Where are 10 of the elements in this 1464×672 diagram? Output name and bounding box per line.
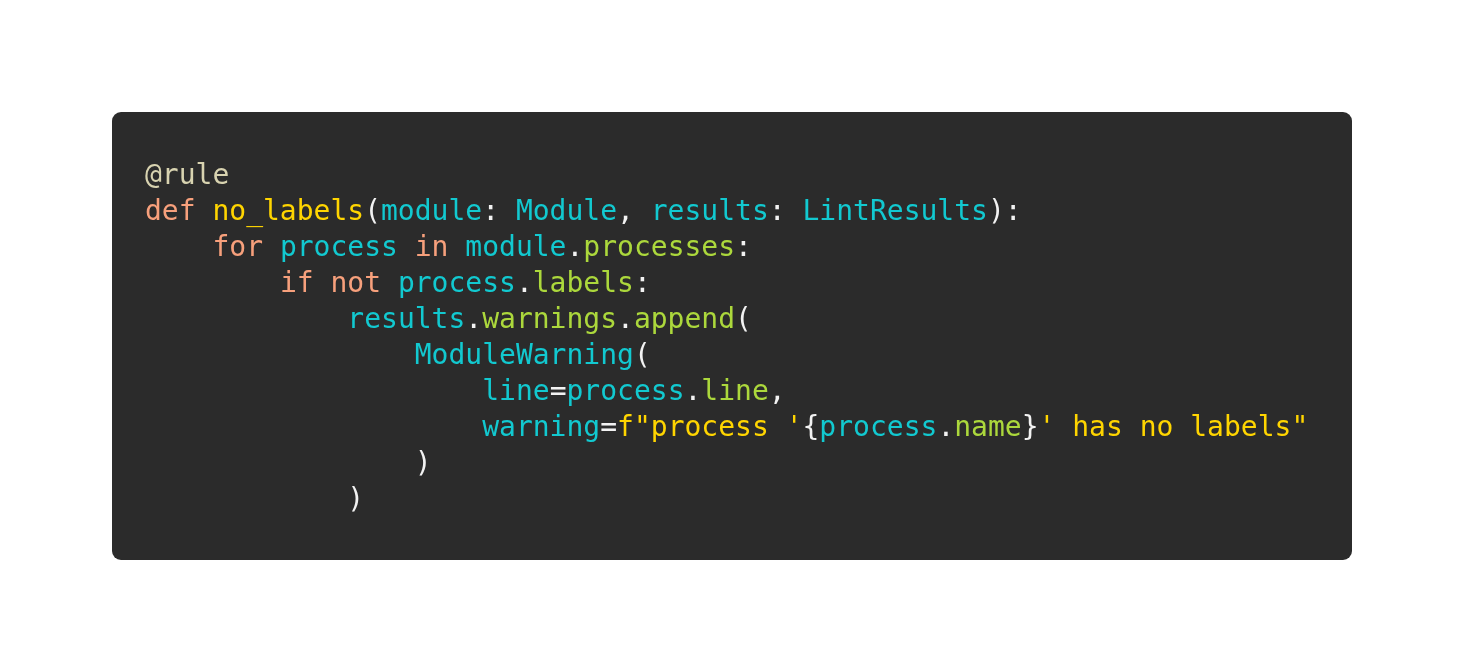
- code-line: if not process.labels:: [279, 265, 651, 301]
- code-line: warning=f"process '{process.name}' has no labels": [482, 409, 1309, 445]
- code-line: def no_labels(module: Module, results: LintResults):: [145, 193, 1022, 229]
- code-line: ): [414, 445, 432, 481]
- code-line: results.warnings.append(: [347, 301, 752, 337]
- code-line: line=process.line,: [482, 373, 786, 409]
- code-line: for process in module.processes:: [212, 229, 752, 265]
- code-line: ): [347, 481, 365, 517]
- code-line: ModuleWarning(: [414, 337, 651, 373]
- code-line: @rule: [145, 157, 230, 193]
